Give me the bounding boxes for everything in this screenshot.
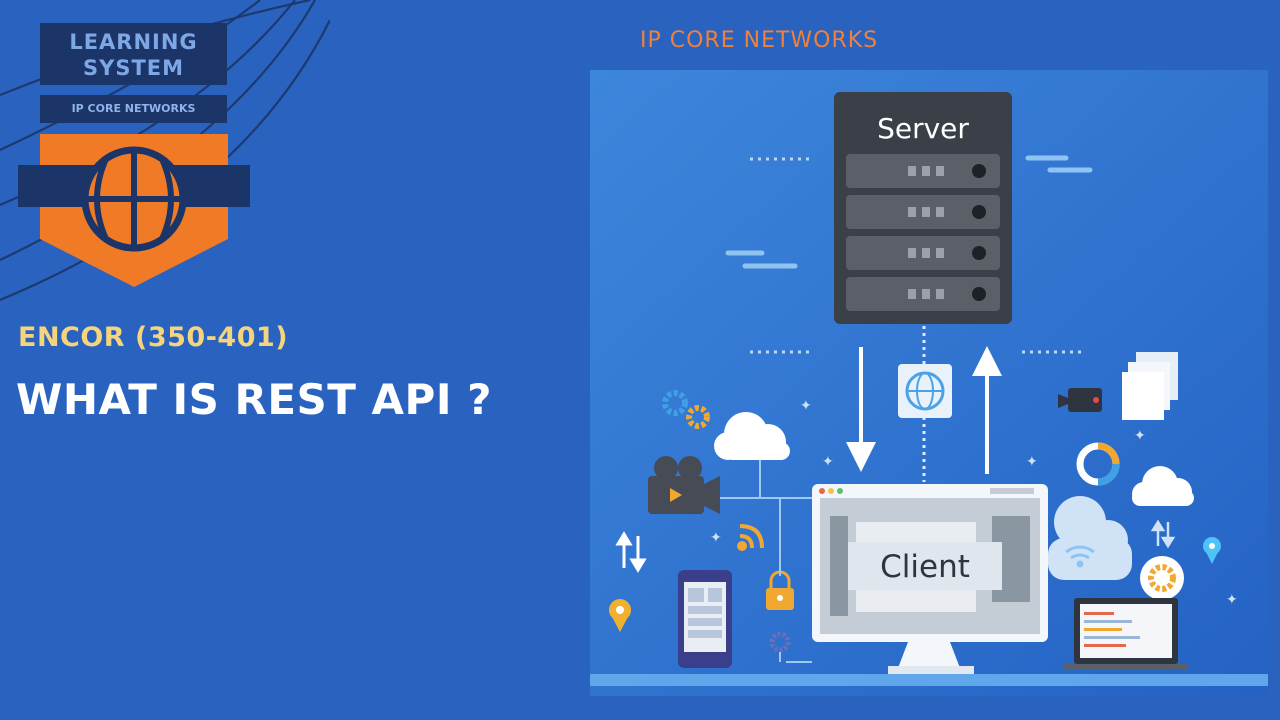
globe-icon — [898, 364, 952, 418]
phone-icon — [678, 570, 732, 668]
location-pin-icon-2 — [1203, 537, 1221, 564]
exam-code: ENCOR (350-401) — [18, 322, 289, 353]
video-camera-icon — [648, 456, 720, 514]
cloud-icon-2 — [1132, 466, 1194, 506]
logo-line-1: LEARNING — [69, 30, 198, 54]
basketball-icon — [18, 134, 250, 287]
svg-text:✦: ✦ — [1226, 592, 1238, 608]
logo-subtitle: IP CORE NETWORKS — [40, 95, 227, 123]
logo-line-2: SYSTEM — [82, 56, 185, 80]
wifi-icon — [1065, 545, 1095, 568]
request-arrow-icon — [846, 347, 876, 472]
server-label: Server — [877, 112, 969, 145]
location-pin-icon — [609, 599, 631, 632]
documents-icon — [1122, 352, 1178, 420]
response-arrow-icon — [972, 346, 1002, 474]
svg-text:✦: ✦ — [710, 530, 722, 546]
client-server-illustration: Server Client — [590, 70, 1268, 696]
brand-name: IP CORE NETWORKS — [640, 28, 879, 53]
transfer-arrows-icon-2 — [1150, 519, 1176, 549]
client-label: Client — [880, 549, 970, 585]
svg-text:✦: ✦ — [800, 398, 812, 414]
gear-icon-2 — [1140, 556, 1184, 600]
donut-chart-icon — [1076, 442, 1120, 486]
server-icon — [834, 92, 1012, 324]
transfer-arrows-icon — [615, 531, 647, 573]
cloud-icon — [714, 412, 790, 460]
laptop-icon — [1064, 598, 1188, 670]
svg-text:✦: ✦ — [1134, 428, 1146, 444]
svg-text:✦: ✦ — [1026, 454, 1038, 470]
svg-text:✦: ✦ — [822, 454, 834, 470]
rss-icon — [737, 524, 764, 551]
video-camera-icon-2 — [1058, 388, 1102, 412]
headline: WHAT IS REST API ? — [16, 375, 492, 424]
gear-icon-3 — [769, 631, 791, 653]
logo-title-box: LEARNING SYSTEM — [40, 23, 227, 85]
gear-icon — [662, 390, 710, 429]
